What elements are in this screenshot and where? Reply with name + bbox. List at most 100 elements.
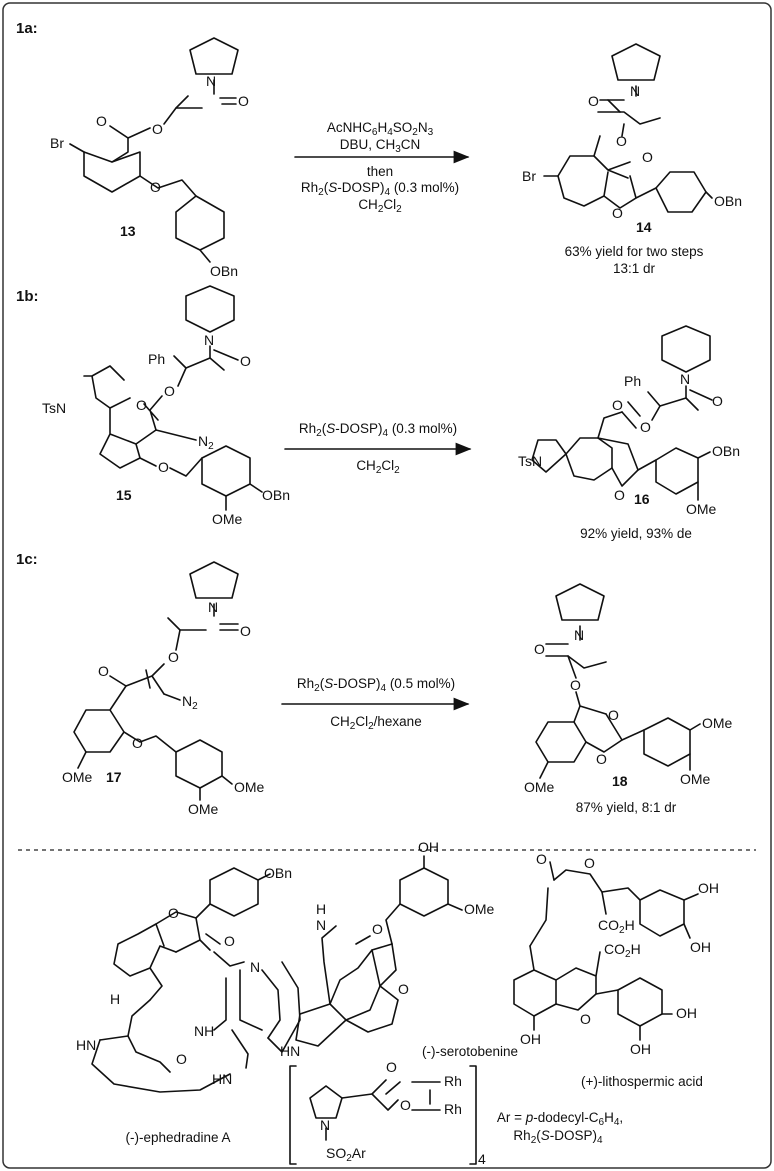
label-serotobenine: (-)-serotobenine	[422, 1044, 518, 1059]
compound-number-15: 15	[116, 487, 132, 503]
ephedradine-a-structure: OBn O O N H NH HN O HN	[76, 865, 301, 1093]
atom-O: O	[712, 393, 723, 409]
catalyst-structure: O O Rh Rh N SO2Ar 4	[289, 1059, 486, 1167]
atom-Ph: Ph	[624, 373, 641, 389]
atom-N: N	[206, 73, 216, 89]
condition-1c-line-2: CH2Cl2/hexane	[330, 714, 421, 732]
atom-OBn: OBn	[262, 487, 290, 503]
atom-O: O	[608, 707, 619, 723]
atom-TsN: TsN	[42, 400, 66, 416]
atom-O: O	[240, 353, 251, 369]
atom-O: O	[570, 677, 581, 693]
atom-OBn: OBn	[264, 865, 292, 881]
section-1b: 1b: N O Ph O O TsN N2 O OBn OMe 15	[16, 285, 740, 541]
compound-13: N O O O O Br OBn 13	[50, 37, 249, 279]
atom-OMe: OMe	[686, 501, 717, 517]
condition-line-1: AcNHC6H4SO2N3	[327, 120, 434, 138]
atom-Rh: Rh	[444, 1101, 462, 1117]
condition-1b-line-2: CH2Cl2	[356, 458, 400, 476]
label-ephedradine-a: (-)-ephedradine A	[125, 1130, 230, 1145]
atom-O: O	[224, 933, 235, 949]
atom-O: O	[588, 93, 599, 109]
lithospermic-acid-structure: O O CO2H OH OH CO2H O OH OH OH	[513, 851, 719, 1057]
section-label-1a: 1a:	[16, 20, 38, 37]
atom-OMe: OMe	[680, 771, 711, 787]
atom-HN: HN	[212, 1071, 232, 1087]
atom-O: O	[238, 93, 249, 109]
atom-O: O	[150, 179, 161, 195]
atom-O: O	[398, 981, 409, 997]
atom-SO2Ar: SO2Ar	[326, 1145, 366, 1164]
atom-H: H	[316, 901, 326, 917]
atom-O: O	[642, 149, 653, 165]
atom-Br: Br	[522, 168, 536, 184]
section-1c: 1c: N O O O N2 O OMe OMe OMe 17	[16, 551, 733, 817]
result-1a-line-2: 13:1 dr	[613, 261, 656, 276]
compound-15: N O Ph O O TsN N2 O OBn OMe 15	[42, 285, 290, 527]
atom-N: N	[680, 371, 690, 387]
atom-N: N	[316, 917, 326, 933]
atom-N: N	[320, 1117, 330, 1133]
atom-OBn: OBn	[210, 263, 238, 279]
atom-OH: OH	[630, 1041, 651, 1057]
atom-N: N	[250, 959, 260, 975]
natural-products-panel: OBn O O N H NH HN O HN (-)-ephedradine A…	[76, 839, 719, 1167]
atom-OMe: OMe	[62, 769, 93, 785]
atom-O: O	[612, 205, 623, 221]
compound-18: N O O O O OMe OMe OMe 18	[524, 583, 733, 795]
atom-O: O	[96, 113, 107, 129]
atom-OH: OH	[418, 839, 439, 855]
atom-O: O	[168, 649, 179, 665]
atom-O: O	[176, 1051, 187, 1067]
condition-1c-line-1: Rh2(S-DOSP)4 (0.5 mol%)	[297, 676, 455, 694]
result-1c: 87% yield, 8:1 dr	[576, 800, 677, 815]
compound-17: N O O O N2 O OMe OMe OMe 17	[62, 561, 265, 817]
serotobenine-structure: OH OMe H N O O HN	[280, 839, 495, 1059]
atom-TsN: TsN	[518, 453, 542, 469]
atom-OH: OH	[520, 1031, 541, 1047]
section-label-1b: 1b:	[16, 288, 39, 305]
atom-O: O	[240, 623, 251, 639]
atom-N2: N2	[182, 693, 198, 712]
subscript-4: 4	[478, 1151, 486, 1167]
atom-CO2H: CO2H	[604, 941, 641, 960]
atom-N: N	[204, 332, 214, 348]
catalyst-def-line-1: Ar = p-dodecyl-C6H4,	[497, 1110, 623, 1128]
atom-Ph: Ph	[148, 351, 165, 367]
compound-14: N O O O O Br OBn 14	[522, 43, 742, 235]
atom-OBn: OBn	[712, 443, 740, 459]
atom-OH: OH	[690, 939, 711, 955]
compound-number-13: 13	[120, 223, 136, 239]
label-lithospermic-acid: (+)-lithospermic acid	[581, 1074, 703, 1089]
atom-Br: Br	[50, 135, 64, 151]
atom-O: O	[372, 921, 383, 937]
atom-O: O	[386, 1059, 397, 1075]
atom-O: O	[612, 397, 623, 413]
atom-O: O	[596, 751, 607, 767]
atom-OBn: OBn	[714, 193, 742, 209]
atom-OMe: OMe	[234, 779, 265, 795]
atom-OMe: OMe	[188, 801, 219, 817]
atom-N: N	[208, 599, 218, 615]
atom-CO2H: CO2H	[598, 917, 635, 936]
atom-O: O	[640, 419, 651, 435]
compound-number-17: 17	[106, 769, 122, 785]
atom-HN: HN	[280, 1043, 300, 1059]
atom-O: O	[614, 487, 625, 503]
atom-OH: OH	[698, 880, 719, 896]
atom-OH: OH	[676, 1005, 697, 1021]
condition-line-3: then	[367, 164, 393, 179]
atom-O: O	[98, 663, 109, 679]
condition-line-4: Rh2(S-DOSP)4 (0.3 mol%)	[301, 180, 459, 198]
result-1b: 92% yield, 93% de	[580, 526, 692, 541]
atom-O: O	[580, 1011, 591, 1027]
atom-O: O	[136, 397, 147, 413]
condition-1b-line-1: Rh2(S-DOSP)4 (0.3 mol%)	[299, 421, 457, 439]
atom-OMe: OMe	[524, 779, 555, 795]
atom-N: N	[574, 627, 584, 643]
atom-O: O	[534, 641, 545, 657]
result-1a-line-1: 63% yield for two steps	[565, 244, 704, 259]
atom-O: O	[536, 851, 547, 867]
